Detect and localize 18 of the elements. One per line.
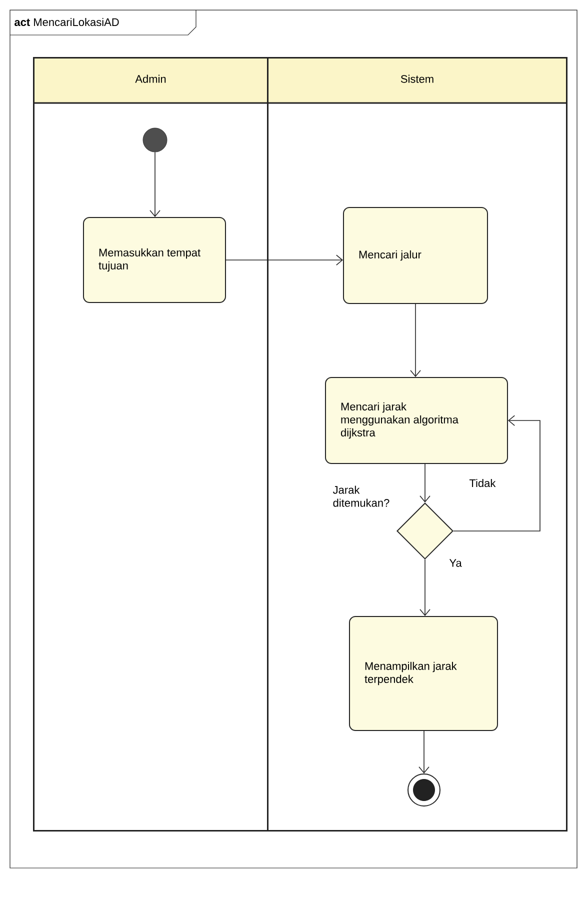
initial-node <box>142 128 168 152</box>
arrow <box>226 254 343 266</box>
guard-label: Jarak ditemukan? <box>332 486 390 507</box>
edge-label: Tidak <box>468 478 497 488</box>
final-node <box>408 774 440 806</box>
action-box: Mencari jalur <box>343 207 488 304</box>
decision-diamond <box>396 502 454 560</box>
arrow <box>420 464 430 502</box>
arrow <box>453 415 540 532</box>
edge-label: Ya <box>448 558 463 568</box>
arrow <box>418 730 430 774</box>
action-box: Memasukkan tempat tujuan <box>83 217 226 303</box>
arrow <box>420 559 430 616</box>
diagram-title: act MencariLokasiAD <box>14 18 119 26</box>
action-box: Menampilkan jarak terpendek <box>349 616 498 731</box>
action-box: Mencari jarak menggunakan algoritma dijkstra <box>325 377 508 464</box>
arrow <box>150 152 160 218</box>
arrow <box>410 304 421 378</box>
